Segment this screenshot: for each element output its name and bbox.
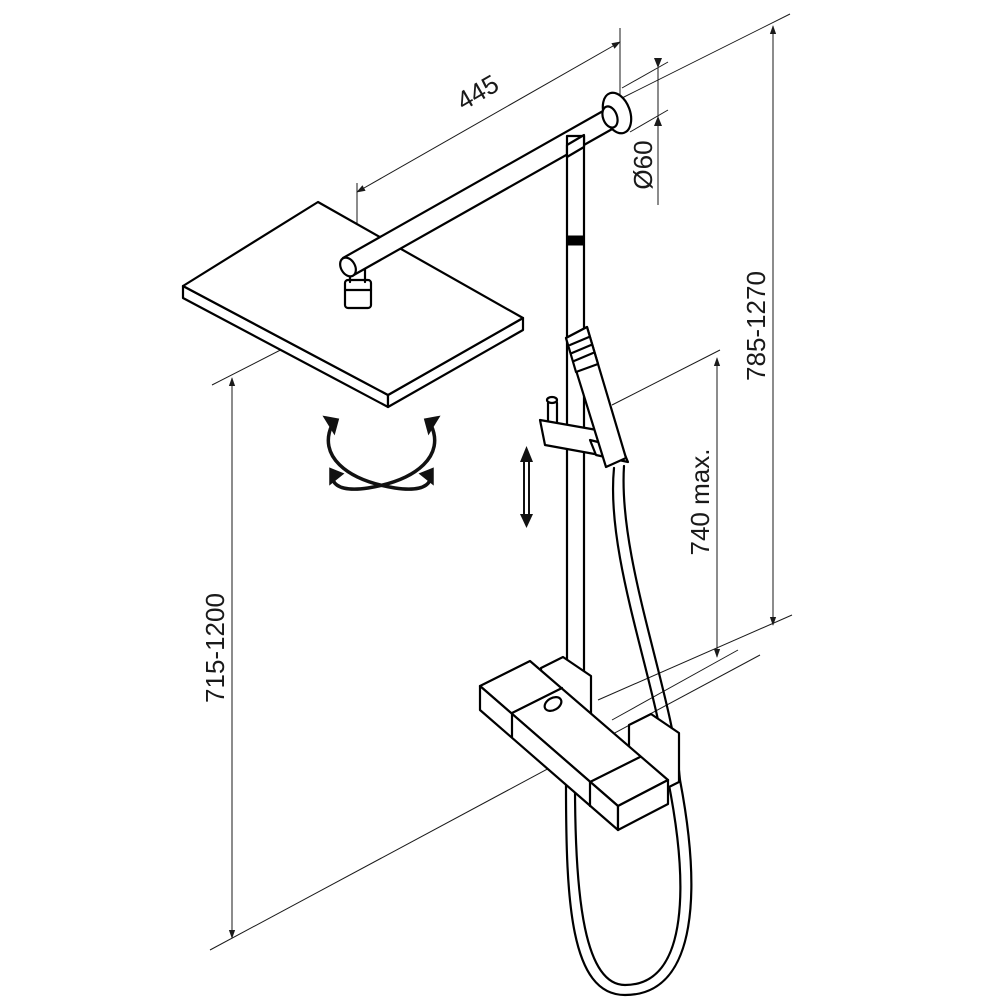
slide-extension-top bbox=[611, 349, 721, 406]
arm-length-label: 445 bbox=[451, 68, 504, 116]
swivel-arrow-bl bbox=[329, 467, 345, 486]
hose-outer bbox=[573, 466, 682, 987]
flange-diameter-label: Ø60 bbox=[628, 140, 658, 189]
swivel-arrow-tl bbox=[322, 415, 340, 436]
right-handle-divider bbox=[588, 755, 642, 784]
flange-arrow-top bbox=[654, 58, 662, 68]
total-height-extension-top bbox=[621, 13, 791, 99]
hose-inner bbox=[564, 464, 693, 997]
head-height-label: 715-1200 bbox=[200, 593, 230, 703]
riser-height-lock bbox=[566, 235, 585, 246]
connector-nut bbox=[343, 278, 373, 310]
head-connector bbox=[343, 266, 373, 310]
mixer-bar-end bbox=[616, 778, 670, 832]
hand-shower-nozzle-row-2 bbox=[570, 343, 593, 355]
flange-arrow-bottom bbox=[654, 116, 662, 126]
swivel-arc-right bbox=[331, 423, 437, 491]
arm-dimension-line bbox=[356, 41, 621, 193]
adjust-shaft bbox=[523, 459, 530, 519]
shower-hose bbox=[564, 464, 693, 997]
swivel-arc-left bbox=[326, 423, 432, 491]
arm-end-cap bbox=[339, 256, 357, 278]
total-height-label: 785-1270 bbox=[741, 271, 771, 381]
flange-inner bbox=[601, 105, 619, 129]
dimension-lines bbox=[209, 13, 793, 951]
diverter-knob bbox=[543, 696, 563, 712]
slider-knob-top bbox=[545, 395, 559, 405]
riser-tee-joint bbox=[565, 133, 586, 159]
total-height-extension-bottom bbox=[597, 614, 793, 701]
vertical-adjust-icon bbox=[520, 446, 533, 528]
swivel-arrow-tr bbox=[423, 415, 441, 436]
adjust-arrow-down bbox=[520, 514, 533, 528]
slide-range-label: 740 max. bbox=[685, 449, 715, 556]
hand-shower-nozzle-row bbox=[568, 335, 591, 347]
left-handle-divider bbox=[510, 686, 564, 715]
hand-shower bbox=[564, 325, 628, 469]
slide-extension-bottom bbox=[611, 649, 739, 721]
rotate-swivel-icon bbox=[322, 415, 441, 491]
adjust-arrow-up bbox=[520, 446, 533, 462]
floor-extension-line bbox=[209, 654, 761, 951]
hand-shower-nozzle-row-3 bbox=[572, 351, 595, 363]
flange-extension-top bbox=[621, 61, 669, 89]
swivel-arrow-br bbox=[418, 467, 434, 486]
thermostatic-mixer bbox=[478, 655, 681, 832]
slider-clamp bbox=[538, 418, 602, 457]
wall-flange bbox=[601, 91, 633, 135]
flange-extension-bottom bbox=[629, 109, 669, 133]
